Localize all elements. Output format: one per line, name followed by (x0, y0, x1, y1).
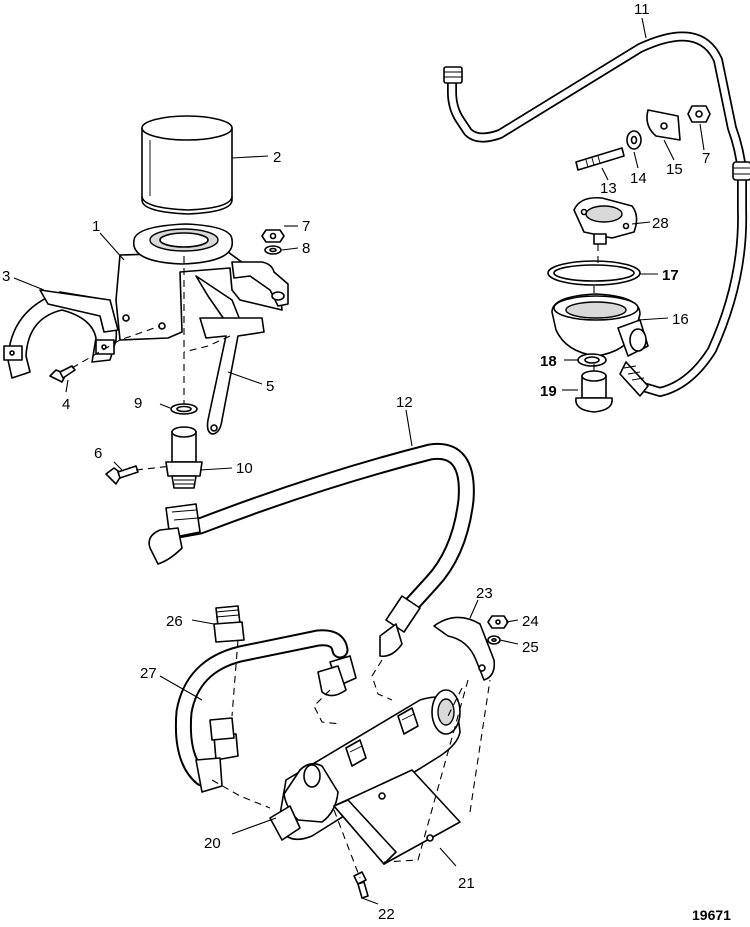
tube-line-11 (443, 31, 750, 397)
callout-12: 12 (396, 394, 413, 411)
callout-23: 23 (476, 585, 493, 602)
callout-14: 14 (630, 170, 647, 187)
adapter-10 (165, 426, 203, 489)
housing-16 (551, 293, 649, 357)
oil-filter-2 (141, 115, 233, 215)
leader-lines (13, 17, 705, 905)
screw-6 (105, 465, 139, 485)
callout-15: 15 (666, 161, 683, 178)
washer-14 (626, 130, 642, 150)
sensor-cap-28 (573, 196, 638, 245)
callout-7-tube: 7 (702, 150, 710, 167)
callout-17: 17 (662, 267, 679, 284)
screw-4 (49, 365, 76, 383)
callout-13: 13 (600, 180, 617, 197)
callout-11: 11 (634, 1, 650, 18)
hose-12 (148, 442, 475, 658)
washer-25 (487, 635, 501, 645)
callout-2: 2 (273, 149, 281, 166)
bushing-19 (575, 370, 613, 413)
callout-labels: 1 2 3 4 5 6 7 7 8 9 10 11 12 13 14 15 16… (2, 1, 710, 923)
callout-22: 22 (378, 906, 395, 923)
oil-cooler-20 (269, 689, 461, 841)
callout-19: 19 (540, 383, 557, 400)
screw-22 (353, 871, 369, 899)
callout-27: 27 (140, 665, 157, 682)
callout-1: 1 (92, 218, 100, 235)
figure-number: 19671 (692, 907, 731, 923)
clip-15 (646, 109, 681, 141)
hose-27 (174, 629, 357, 793)
nut-7 (261, 229, 285, 243)
nut-24 (487, 615, 509, 629)
assembly-dash-lines (71, 244, 599, 879)
oring-17 (547, 260, 641, 286)
callout-7-bracket: 7 (302, 218, 310, 235)
callout-18: 18 (540, 353, 557, 370)
callout-10: 10 (236, 460, 253, 477)
callout-21: 21 (458, 875, 475, 892)
callout-20: 20 (204, 835, 221, 852)
callout-25: 25 (522, 639, 539, 656)
cradle-bracket-21 (333, 769, 461, 865)
callout-5: 5 (266, 378, 274, 395)
washer-18 (577, 353, 607, 367)
clamp-bracket-3 (3, 289, 119, 379)
fitting-26 (213, 605, 245, 643)
callout-24: 24 (522, 613, 539, 630)
callout-16: 16 (672, 311, 689, 328)
callout-9: 9 (134, 395, 142, 412)
callout-4: 4 (62, 396, 70, 413)
washer-8 (264, 245, 282, 255)
callout-3: 3 (2, 268, 10, 285)
filter-bracket-1 (115, 223, 289, 341)
callout-28: 28 (652, 215, 669, 232)
clamp-23 (433, 616, 496, 681)
nut-7-tube (687, 105, 711, 123)
stud-13 (575, 147, 625, 171)
callout-6: 6 (94, 445, 102, 462)
callout-26: 26 (166, 613, 183, 630)
callout-8: 8 (302, 240, 310, 257)
support-strap-5 (199, 317, 265, 435)
oring-9 (170, 403, 198, 415)
